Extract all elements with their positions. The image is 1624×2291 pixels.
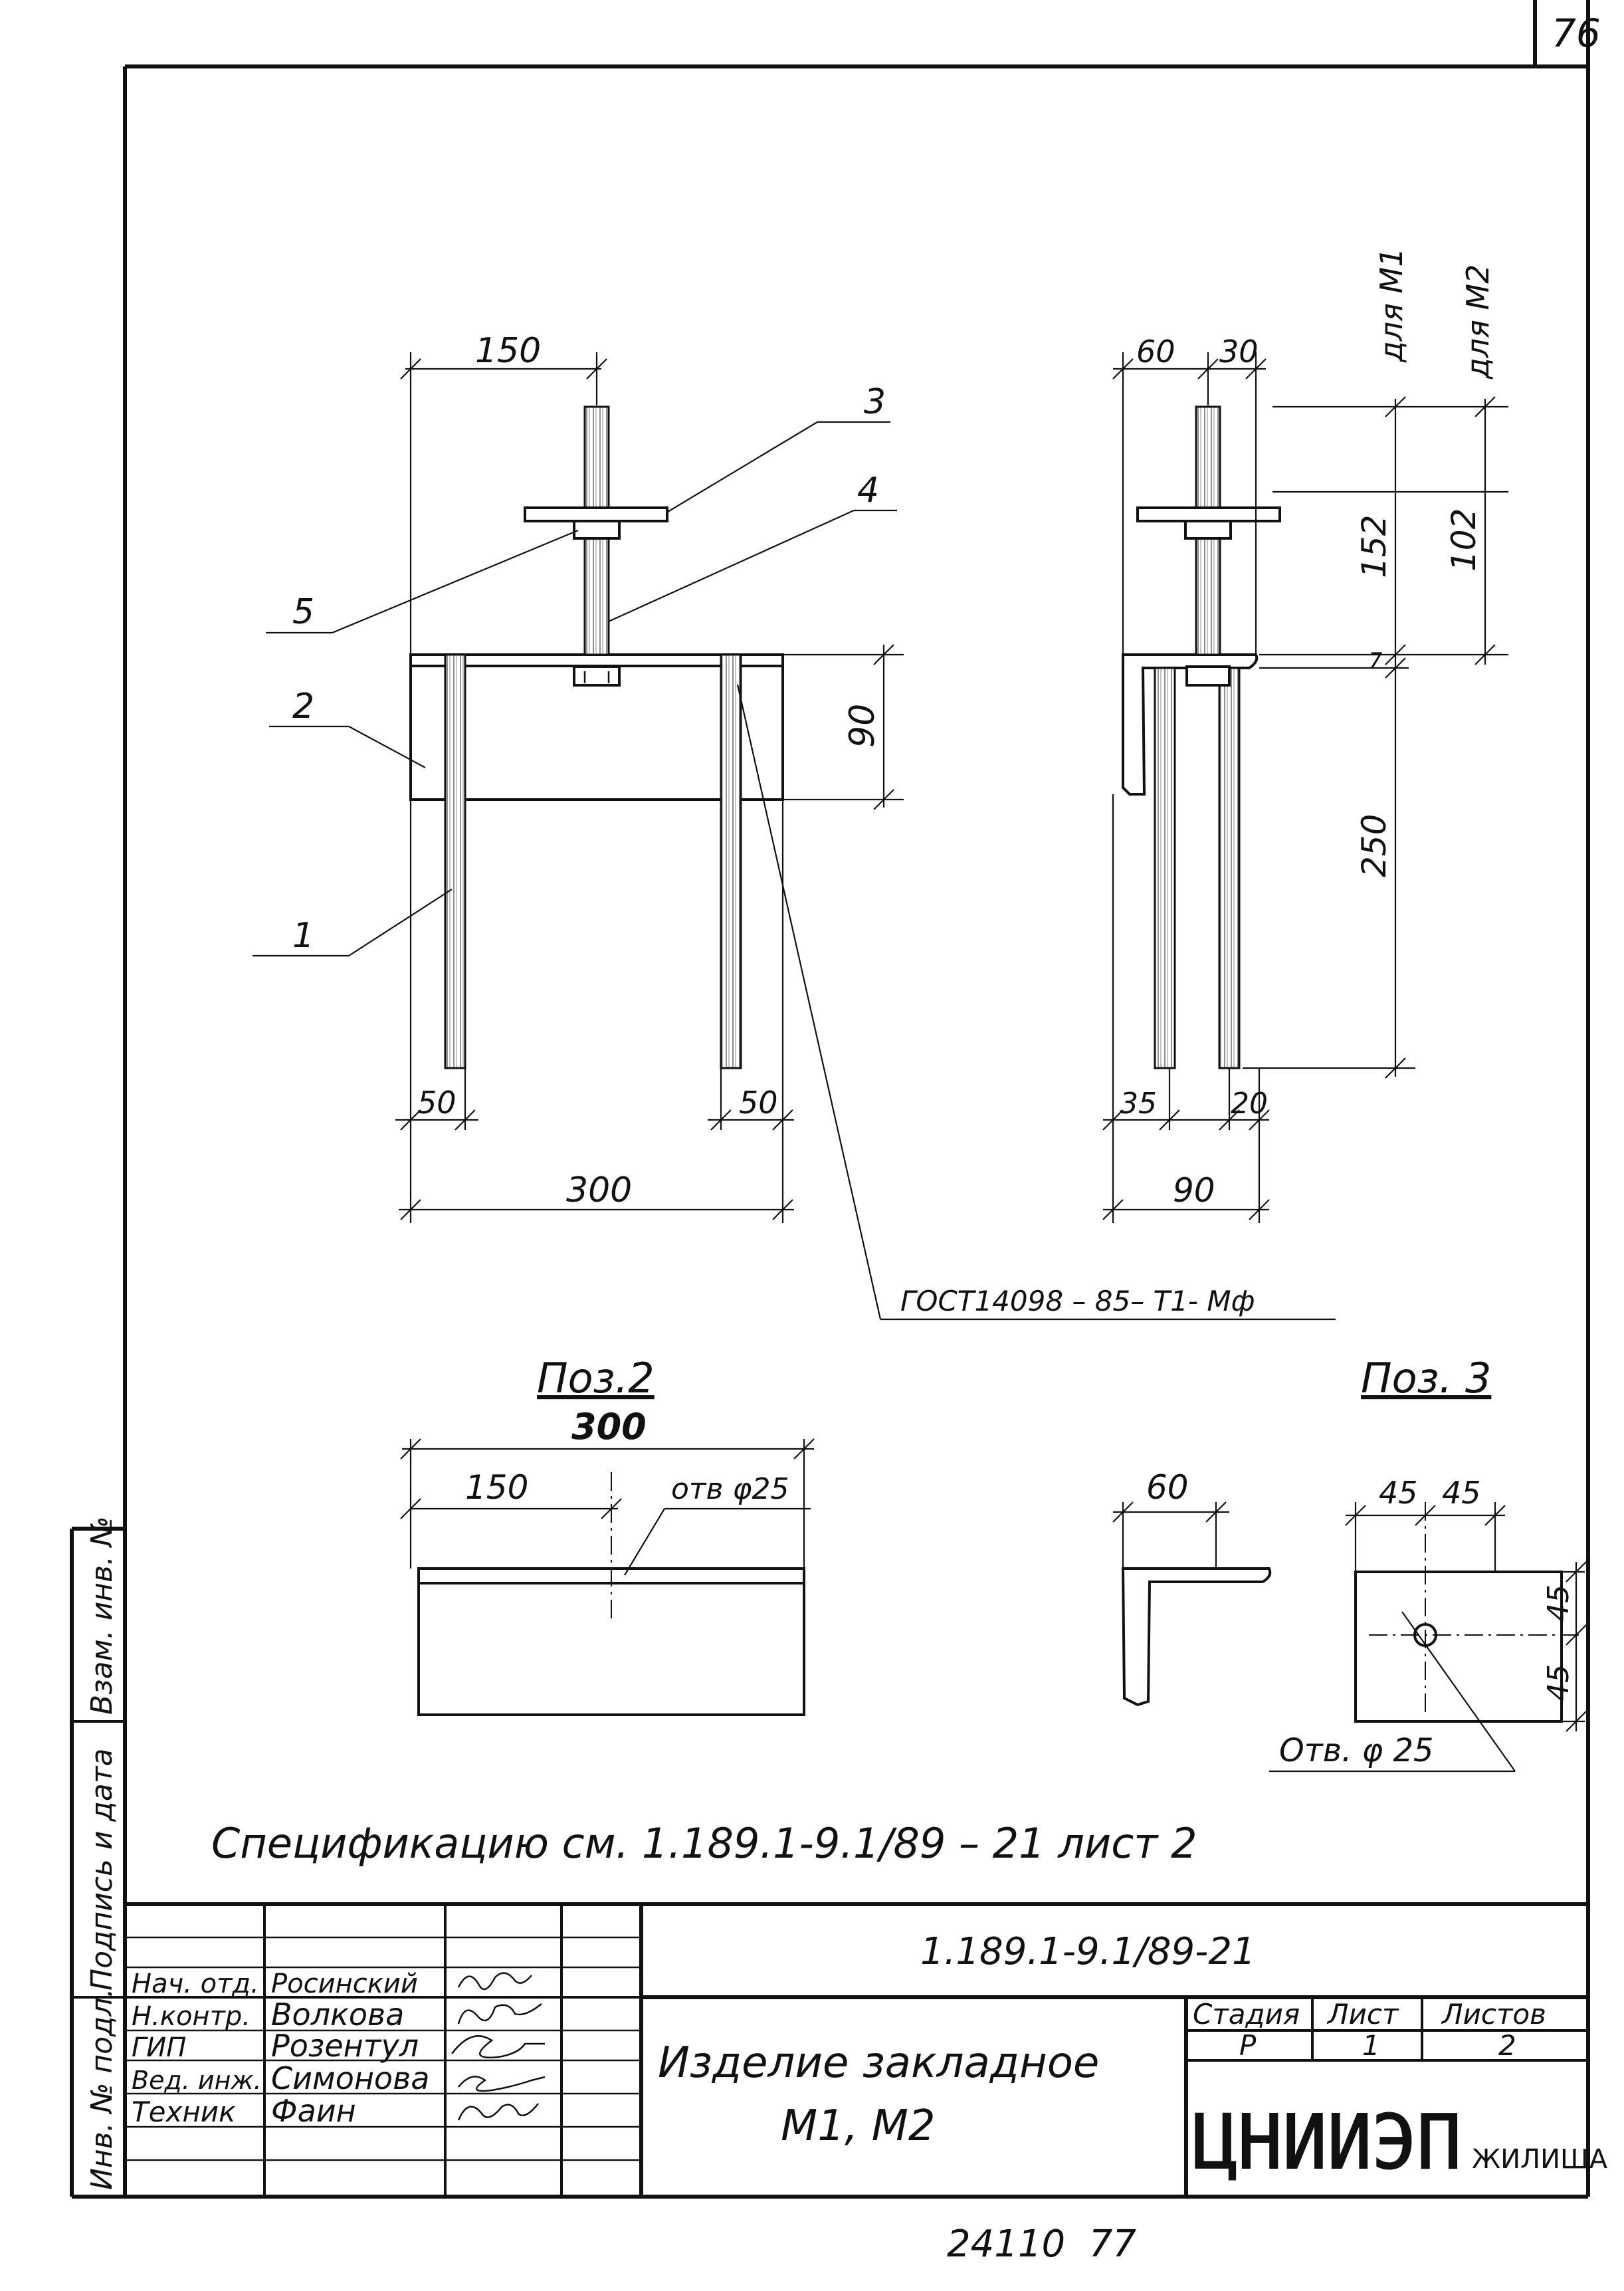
- organization-sub: ЖИЛИЩА: [1472, 2144, 1608, 2175]
- poz3-dim-leg: 60: [1146, 1468, 1189, 1507]
- sig-name-5: Фаин: [271, 2093, 356, 2129]
- organization-name: ЦНИИЭП: [1193, 2100, 1462, 2186]
- side-dim-top-left: 60: [1136, 334, 1175, 370]
- side-nut-bottom: [1185, 665, 1231, 687]
- sig-role-1: Нач. отд.: [132, 1969, 259, 1999]
- sheet-frame: [123, 0, 1590, 2199]
- front-dim-right: 50: [739, 1085, 778, 1121]
- stage-header-sheet: Лист: [1326, 1998, 1399, 2030]
- callout-5: 5: [292, 592, 314, 632]
- poz2-detail: [400, 1438, 815, 1716]
- front-dim-height: 90: [843, 704, 882, 748]
- poz2-dim-total: 300: [571, 1406, 647, 1448]
- side-dim-152: 152: [1355, 515, 1393, 578]
- front-rod-left: [444, 653, 466, 1069]
- sig-name-2: Волкова: [271, 1997, 404, 2032]
- side-stamp-inv-podl: Инв. № подл.: [85, 1988, 119, 2190]
- front-nut-bottom: [573, 665, 621, 687]
- sig-name-3: Розентул: [271, 2028, 419, 2064]
- poz3-dim-d: 45: [1542, 1664, 1575, 1701]
- callout-2: 2: [292, 687, 314, 726]
- side-dim-bot-left: 35: [1120, 1087, 1157, 1121]
- side-label-m1: для М1: [1373, 248, 1409, 363]
- stage-header-stage: Стадия: [1193, 1998, 1300, 2030]
- side-dim-bot-total: 90: [1173, 1171, 1215, 1210]
- side-dimensions: [1102, 352, 1508, 1223]
- poz3-detail: [1112, 1501, 1587, 1773]
- front-dim-total: 300: [566, 1170, 632, 1210]
- side-nut-top: [1184, 520, 1232, 540]
- side-stamp-podpis-data: Подпись и дата: [85, 1749, 119, 1991]
- bottom-number: 24110 77: [947, 2223, 1136, 2266]
- poz3-hole: Отв. φ 25: [1279, 1732, 1434, 1769]
- title-line-2: М1, М2: [781, 2102, 936, 2151]
- side-washer-plate: [1136, 506, 1281, 522]
- stage-value-sheet: 1: [1362, 2029, 1380, 2062]
- stage-value-stage: Р: [1239, 2029, 1257, 2062]
- front-rod-right: [720, 653, 742, 1069]
- side-stamp: [70, 1527, 125, 2199]
- front-view: [409, 405, 784, 1069]
- front-dim-left: 50: [417, 1085, 457, 1121]
- side-dim-top-right: 30: [1219, 334, 1259, 370]
- stage-value-sheets: 2: [1498, 2029, 1516, 2062]
- side-dim-102: 102: [1445, 508, 1483, 572]
- sig-name-1: Росинский: [271, 1969, 418, 1999]
- side-view: [1122, 405, 1281, 1069]
- callout-1: 1: [292, 916, 314, 956]
- side-stamp-vzam-inv: Взам. инв. №: [85, 1516, 119, 1715]
- drawing-code: 1.189.1-9.1/89-21: [920, 1930, 1256, 1973]
- front-dimensions: [395, 352, 904, 1223]
- front-nut-top: [573, 520, 621, 540]
- side-rod-left: [1154, 667, 1176, 1069]
- poz3-dim-b: 45: [1442, 1475, 1481, 1511]
- sig-role-2: Н.контр.: [132, 2001, 251, 2032]
- front-washer-plate: [524, 506, 668, 522]
- sig-role-3: ГИП: [132, 2032, 186, 2063]
- poz2-hole: отв φ25: [671, 1472, 789, 1506]
- side-rod-right: [1218, 667, 1241, 1069]
- sig-name-4: Симонова: [271, 2060, 429, 2096]
- front-callouts: [253, 421, 897, 957]
- side-dim-250: 250: [1355, 814, 1393, 877]
- sig-role-4: Вед. инж.: [132, 2066, 262, 2095]
- side-dim-7: 7: [1369, 648, 1383, 673]
- stage-header-sheets: Листов: [1441, 1998, 1546, 2030]
- side-angle: [1122, 653, 1259, 796]
- side-label-m2: для М2: [1460, 265, 1496, 380]
- front-dim-top: 150: [475, 331, 541, 371]
- side-dim-bot-right: 20: [1231, 1087, 1268, 1121]
- poz2-dim-half: 150: [465, 1468, 528, 1507]
- poz3-dim-a: 45: [1379, 1475, 1418, 1511]
- callout-3: 3: [864, 382, 886, 422]
- sheet-number: 76: [1552, 11, 1601, 56]
- sig-role-5: Техник: [132, 2096, 236, 2128]
- handwritten-signatures: [451, 1972, 546, 2121]
- poz3-dim-c: 45: [1542, 1584, 1575, 1622]
- spec-note: Спецификацию см. 1.189.1-9.1/89 – 21 лис…: [211, 1819, 1197, 1868]
- weld-note: ГОСТ14098 – 85– Т1- Мф: [900, 1285, 1255, 1317]
- title-block: [125, 1902, 1588, 2197]
- poz3-title: Поз. 3: [1361, 1354, 1491, 1402]
- title-line-1: Изделие закладное: [658, 2038, 1099, 2088]
- poz2-title: Поз.2: [537, 1354, 655, 1402]
- callout-4: 4: [857, 471, 879, 510]
